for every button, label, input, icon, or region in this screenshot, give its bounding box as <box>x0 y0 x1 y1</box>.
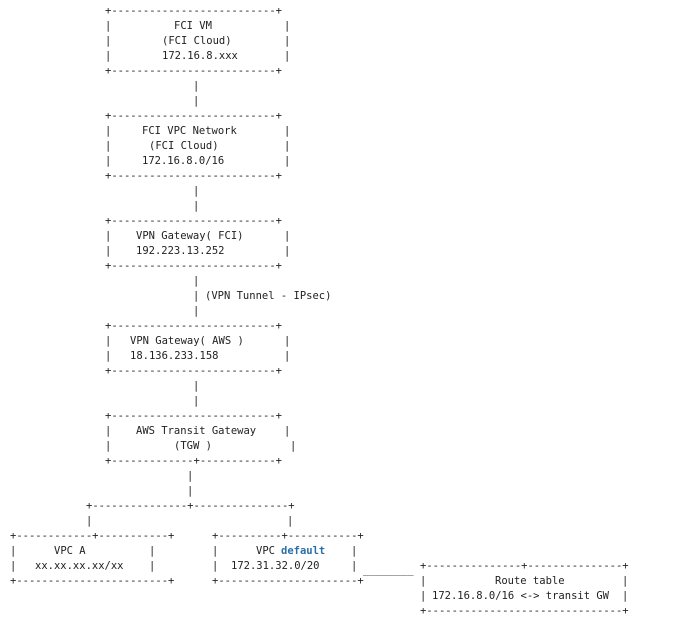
vpn-fci-border-bottom: +--------------------------+ <box>105 260 283 272</box>
vpn-aws-border-right-2: | <box>284 350 291 362</box>
fci-vpc-name: FCI VPC Network <box>142 125 237 137</box>
vpc-default-border-right: | <box>351 545 358 557</box>
fci-vm-border-left-3: | <box>105 50 112 62</box>
tgw-border-bottom: +-------------+------------+ <box>105 455 283 467</box>
tgw-name: AWS Transit Gateway <box>136 425 257 437</box>
fci-vpc-location: (FCI Cloud) <box>149 140 219 152</box>
tgw-border-left: | <box>105 425 112 437</box>
fci-vpc-border-left-3: | <box>105 155 112 167</box>
connector: | <box>193 290 200 302</box>
fci-vm-border-right: | <box>284 20 291 32</box>
connector: | <box>193 200 200 212</box>
fci-vm-address: 172.16.8.xxx <box>162 50 238 62</box>
vpc-default-name: VPC <box>256 545 275 557</box>
fci-vm-name: FCI VM <box>174 20 212 32</box>
tgw-border-left-2: | <box>105 440 112 452</box>
fci-vpc-border-right-3: | <box>284 155 291 167</box>
connector: | <box>187 470 194 482</box>
tgw-border-right: | <box>284 425 291 437</box>
fci-vm-border-top: +--------------------------+ <box>105 5 283 17</box>
vpn-fci-address: 192.223.13.252 <box>136 245 225 257</box>
fci-vpc-border-bottom: +--------------------------+ <box>105 170 283 182</box>
connector: | <box>193 95 200 107</box>
vpc-default-border-left: | <box>212 545 219 557</box>
vpc-default-border-bottom: +----------------------+ <box>212 575 364 587</box>
vpn-fci-border-right-2: | <box>284 245 291 257</box>
vpc-a-address: xx.xx.xx.xx/xx <box>35 560 124 572</box>
vpn-aws-border-left: | <box>105 335 112 347</box>
route-table-border-top: +---------------+---------------+ <box>420 560 629 572</box>
route-table-border-right-2: | <box>622 590 629 602</box>
fci-vm-border-left: | <box>105 20 112 32</box>
fci-vpc-border-right: | <box>284 125 291 137</box>
vpc-default-border-right-2: | <box>351 560 358 572</box>
fci-vpc-border-top: +--------------------------+ <box>105 110 283 122</box>
vpc-default-keyword: default <box>281 545 326 557</box>
route-table-border-left: | <box>420 575 427 587</box>
vpn-fci-border-left: | <box>105 230 112 242</box>
vpn-aws-border-bottom: +--------------------------+ <box>105 365 283 377</box>
vpn-tunnel-label: (VPN Tunnel - IPsec) <box>205 290 332 302</box>
vpn-fci-name: VPN Gateway( FCI) <box>136 230 244 242</box>
connector: | <box>193 305 200 317</box>
vpc-a-border-right: | <box>149 545 156 557</box>
fci-vpc-border-left: | <box>105 125 112 137</box>
fci-vpc-address: 172.16.8.0/16 <box>142 155 225 167</box>
connector: | <box>287 515 294 527</box>
vpc-a-border-top: +------------+-----------+ <box>10 530 175 542</box>
vpc-default-border-top: +----------+-----------+ <box>212 530 364 542</box>
tgw-border-right-2: | <box>290 440 297 452</box>
vpn-fci-border-left-2: | <box>105 245 112 257</box>
vpn-aws-name: VPN Gateway( AWS ) <box>130 335 244 347</box>
vpn-aws-border-left-2: | <box>105 350 112 362</box>
fci-vm-border-left-2: | <box>105 35 112 47</box>
connector: | <box>193 275 200 287</box>
vpc-a-border-left-2: | <box>10 560 17 572</box>
vpn-aws-border-right: | <box>284 335 291 347</box>
vpc-a-border-left: | <box>10 545 17 557</box>
vpn-fci-border-right: | <box>284 230 291 242</box>
fci-vm-border-right-3: | <box>284 50 291 62</box>
vpn-fci-border-top: +--------------------------+ <box>105 215 283 227</box>
connector: | <box>193 380 200 392</box>
fci-vm-border-right-2: | <box>284 35 291 47</box>
connector: | <box>193 185 200 197</box>
connector: | <box>187 485 194 497</box>
connector: | <box>193 395 200 407</box>
tgw-border-top: +--------------------------+ <box>105 410 283 422</box>
route-link: ________ <box>363 564 414 576</box>
tgw-abbr: (TGW ) <box>174 440 212 452</box>
vpc-default-address: 172.31.32.0/20 <box>231 560 320 572</box>
route-table-route: 172.16.8.0/16 <-> transit GW <box>432 590 610 602</box>
vpn-aws-border-top: +--------------------------+ <box>105 320 283 332</box>
vpc-a-border-right-2: | <box>149 560 156 572</box>
vpn-aws-address: 18.136.233.158 <box>130 350 219 362</box>
connector: | <box>193 80 200 92</box>
vpc-default-border-left-2: | <box>212 560 219 572</box>
route-table-border-left-2: | <box>420 590 427 602</box>
fci-vpc-border-left-2: | <box>105 140 112 152</box>
route-table-border-right: | <box>622 575 629 587</box>
fci-vm-border-bottom: +--------------------------+ <box>105 65 283 77</box>
split-line: +---------------+---------------+ <box>86 500 295 512</box>
fci-vm-location: (FCI Cloud) <box>162 35 232 47</box>
vpc-a-border-bottom: +------------------------+ <box>10 575 175 587</box>
route-table-title: Route table <box>495 575 565 587</box>
route-table-border-bottom: +-------------------------------+ <box>420 605 629 617</box>
connector: | <box>86 515 93 527</box>
fci-vpc-border-right-2: | <box>284 140 291 152</box>
vpc-a-name: VPC A <box>54 545 86 557</box>
